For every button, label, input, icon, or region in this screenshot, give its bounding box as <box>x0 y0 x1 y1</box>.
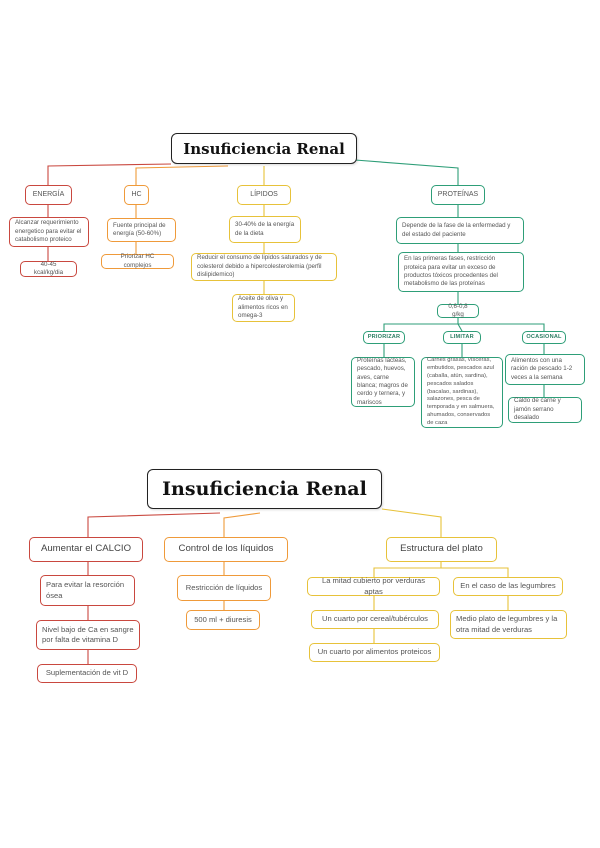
connector-title-plato <box>381 508 442 537</box>
energia-node: ENERGÍA <box>25 185 72 205</box>
energia-value: 40-45 kcal/kg/dia <box>20 261 77 277</box>
liquidos-item-diuresis: 500 ml + diuresis <box>186 610 260 630</box>
ocasional-note: Caldo de carne y jamón serrano desalado <box>508 397 582 423</box>
priorizar-label: PRIORIZAR <box>363 331 405 344</box>
ocasional-label: OCASIONAL <box>522 331 566 344</box>
plato-node: Estructura del plato <box>386 537 497 562</box>
energia-description: Alcanzar requerimiento energetico para e… <box>9 217 89 247</box>
connector-title-hc <box>135 165 229 185</box>
proteinas-restriccion-note: En las primeras fases, restricción prote… <box>398 252 524 292</box>
map1-title: Insuficiencia Renal <box>171 133 357 164</box>
priorizar-text: Proteínas lácteas, pescado, huevos, aves… <box>351 357 415 407</box>
lipidos-description: 30-40% de la energía de la dieta <box>229 216 301 243</box>
liquidos-node: Control de los líquidos <box>164 537 288 562</box>
lipidos-note-omega3: Aceite de oliva y alimentos ricos en ome… <box>232 294 295 322</box>
connector-title-proteinas <box>354 159 459 185</box>
plato-item-proteicos: Un cuarto por alimentos proteicos <box>309 643 440 662</box>
lipidos-note-saturados: Reducir el consumo de lipidos saturados … <box>191 253 337 281</box>
hc-node: HC <box>124 185 149 205</box>
connector-title-liquidos <box>223 512 261 537</box>
proteinas-amount: 0,6-0,8 g/kg <box>437 303 479 318</box>
calcio-item-resorcion: Para evitar la resorción ósea <box>40 575 135 606</box>
limitar-text: Carnes grasas, vísceras, embutidos, pesc… <box>421 357 503 428</box>
hc-note: Priorizar HC complejos <box>101 253 174 269</box>
connector-title-energia <box>47 163 172 185</box>
proteinas-node: PROTEÍNAS <box>431 185 485 205</box>
plato-item-legumbres: En el caso de las legumbres <box>453 577 563 596</box>
calcio-node: Aumentar el CALCIO <box>29 537 143 562</box>
connector-title-calcio <box>87 512 221 537</box>
plato-item-cereal: Un cuarto por cereal/tubérculos <box>311 610 439 629</box>
limitar-label: LIMITAR <box>443 331 481 344</box>
map2-title: Insuficiencia Renal <box>147 469 382 509</box>
hc-description: Fuente principal de energía (50-60%) <box>107 218 176 242</box>
plato-item-medio-plato: Medio plato de legumbres y la otra mitad… <box>450 610 567 639</box>
calcio-item-vit-d: Suplementación de vit D <box>37 664 137 683</box>
lipidos-node: LÍPIDOS <box>237 185 291 205</box>
proteinas-description: Depende de la fase de la enfermedad y de… <box>396 217 524 244</box>
liquidos-item-restriccion: Restricción de líquidos <box>177 575 271 601</box>
calcio-item-nivel-bajo: Nivel bajo de Ca en sangre por falta de … <box>36 620 140 650</box>
plato-item-verduras: La mitad cubierto por verduras aptas <box>307 576 440 596</box>
ocasional-text: Alimentos con una ración de pescado 1-2 … <box>505 354 585 385</box>
